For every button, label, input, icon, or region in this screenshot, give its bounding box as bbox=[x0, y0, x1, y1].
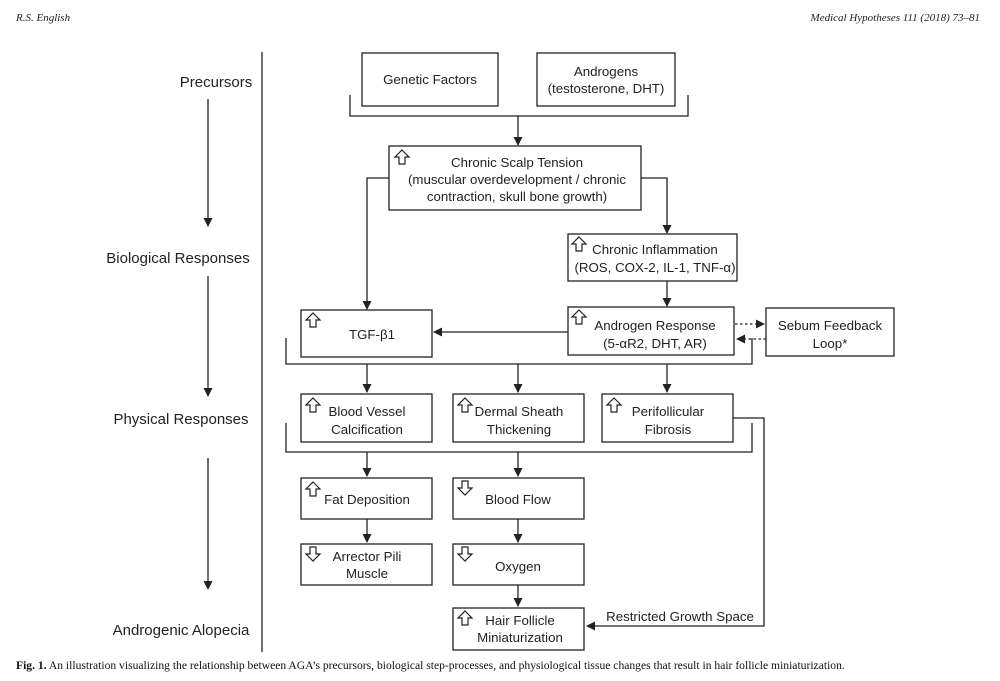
chronic-inflammation-box: Chronic Inflammation (ROS, COX-2, IL-1, … bbox=[567, 233, 738, 282]
svg-text:Blood Flow: Blood Flow bbox=[485, 492, 551, 507]
svg-text:(muscular overdevelopment / ch: (muscular overdevelopment / chronic bbox=[408, 172, 626, 187]
svg-text:Loop*: Loop* bbox=[813, 336, 848, 351]
stage-precursors-label: Precursors bbox=[180, 74, 253, 91]
arrector-pili-muscle-box: Arrector Pili Muscle bbox=[300, 543, 433, 586]
svg-text:Sebum Feedback: Sebum Feedback bbox=[778, 318, 883, 333]
fat-deposition-box: Fat Deposition bbox=[300, 477, 433, 520]
blood-flow-box: Blood Flow bbox=[452, 477, 585, 520]
svg-text:Androgens: Androgens bbox=[574, 64, 639, 79]
svg-text:Hair Follicle: Hair Follicle bbox=[485, 613, 554, 628]
arrow-tension-to-tgf bbox=[362, 177, 389, 310]
svg-text:Androgen Response: Androgen Response bbox=[594, 318, 715, 333]
svg-text:Perifollicular: Perifollicular bbox=[632, 404, 705, 419]
figure-caption-label: Fig. 1. bbox=[16, 659, 47, 672]
restricted-growth-space-label: Restricted Growth Space bbox=[606, 609, 754, 624]
physical-bracket bbox=[285, 423, 753, 453]
svg-text:Calcification: Calcification bbox=[331, 422, 403, 437]
svg-text:contraction, skull bone growth: contraction, skull bone growth) bbox=[427, 189, 607, 204]
perifollicular-fibrosis-box: Perifollicular Fibrosis bbox=[601, 393, 734, 443]
svg-text:(testosterone, DHT): (testosterone, DHT) bbox=[548, 81, 665, 96]
running-header-author: R.S. English bbox=[16, 12, 71, 24]
svg-text:Chronic Scalp Tension: Chronic Scalp Tension bbox=[451, 155, 583, 170]
blood-vessel-calcification-box: Blood Vessel Calcification bbox=[300, 393, 433, 443]
genetic-factors-box: Genetic Factors bbox=[361, 52, 499, 107]
arrow-restricted-growth-space bbox=[586, 417, 765, 631]
biological-bracket bbox=[285, 338, 753, 365]
svg-text:Dermal Sheath: Dermal Sheath bbox=[475, 404, 564, 419]
figure-caption: Fig. 1. An illustration visualizing the … bbox=[16, 659, 986, 672]
figure-caption-text: An illustration visualizing the relation… bbox=[48, 659, 845, 672]
svg-text:Genetic Factors: Genetic Factors bbox=[383, 72, 477, 87]
svg-text:Chronic Inflammation: Chronic Inflammation bbox=[592, 242, 718, 257]
sebum-feedback-loop-box: Sebum Feedback Loop* bbox=[765, 307, 895, 357]
hair-follicle-miniaturization-box: Hair Follicle Miniaturization bbox=[452, 607, 585, 651]
stage-biological-label: Biological Responses bbox=[106, 250, 249, 267]
oxygen-box: Oxygen bbox=[452, 543, 585, 586]
svg-text:Oxygen: Oxygen bbox=[495, 559, 541, 574]
svg-text:TGF-β1: TGF-β1 bbox=[349, 327, 395, 342]
running-header-journal: Medical Hypotheses 111 (2018) 73–81 bbox=[810, 12, 980, 24]
tgf-beta1-box: TGF-β1 bbox=[300, 309, 433, 358]
svg-text:Blood Vessel: Blood Vessel bbox=[329, 404, 406, 419]
svg-text:Muscle: Muscle bbox=[346, 566, 388, 581]
svg-text:(ROS, COX-2, IL-1, TNF-α): (ROS, COX-2, IL-1, TNF-α) bbox=[574, 260, 735, 275]
svg-text:Arrector Pili: Arrector Pili bbox=[333, 549, 402, 564]
svg-text:Thickening: Thickening bbox=[487, 422, 551, 437]
flow-diagram: Precursors Biological Responses Physical… bbox=[106, 52, 895, 652]
androgens-box: Androgens (testosterone, DHT) bbox=[536, 52, 676, 107]
svg-text:Fat Deposition: Fat Deposition bbox=[324, 492, 410, 507]
stage-alopecia-label: Androgenic Alopecia bbox=[113, 622, 250, 639]
svg-text:Miniaturization: Miniaturization bbox=[477, 630, 563, 645]
precursor-bracket bbox=[349, 95, 689, 117]
dermal-sheath-thickening-box: Dermal Sheath Thickening bbox=[452, 393, 585, 443]
chronic-scalp-tension-box: Chronic Scalp Tension (muscular overdeve… bbox=[388, 145, 642, 211]
arrow-tension-to-inflammation bbox=[641, 177, 672, 234]
androgen-response-box: Androgen Response (5-αR2, DHT, AR) bbox=[567, 306, 735, 356]
svg-text:(5-αR2, DHT, AR): (5-αR2, DHT, AR) bbox=[603, 336, 707, 351]
svg-text:Fibrosis: Fibrosis bbox=[645, 422, 692, 437]
stage-physical-label: Physical Responses bbox=[113, 411, 248, 428]
